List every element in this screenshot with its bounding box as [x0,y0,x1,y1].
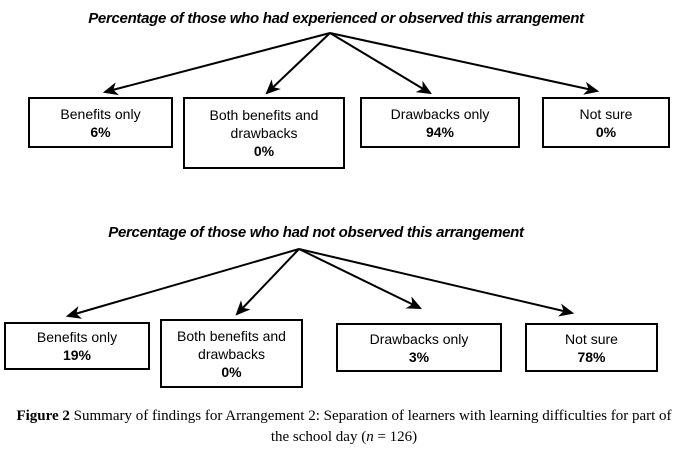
result-value: 19% [62,347,92,363]
result-value: 94% [425,123,455,140]
result-label: Not sure [565,330,618,347]
result-box-observed-both: Both benefits and drawbacks 0% [183,97,345,169]
arrow-line [102,32,331,96]
result-box-observed-drawbacks-only: Drawbacks only 94% [360,97,520,148]
result-value: 6% [90,123,111,140]
result-label: Benefits only [36,329,118,345]
result-label: Drawbacks only [369,330,469,347]
result-value: 0% [253,143,275,159]
result-label: Drawbacks only [390,105,490,122]
arrow-line [298,248,423,309]
result-box-observed-benefits-only: Benefits only 6% [28,97,173,148]
result-box-observed-not-sure: Not sure 0% [542,97,670,148]
arrow-line [65,248,300,319]
caption-line-1: Figure 2 Summary of findings for Arrange… [0,406,688,427]
result-box-not-observed-both: Both benefits and drawbacks 0% [160,319,303,388]
section-title-observed: Percentage of those who had experienced … [88,10,584,27]
caption-line-2: the school day (n = 126) [0,427,688,448]
caption-text-line2-pre: the school day ( [270,429,367,445]
caption-figure-label: Figure 2 [16,408,70,424]
result-label: Both benefits and drawbacks [209,107,319,141]
result-value: 0% [595,123,617,140]
arrow-line [298,248,575,317]
result-label: Benefits only [60,105,141,122]
caption-text-line1: Summary of findings for Arrangement 2: S… [69,408,672,424]
arrow-line [329,32,432,95]
result-label: Both benefits and drawbacks [177,327,286,362]
result-label: Not sure [579,105,633,122]
caption-n-symbol: n [366,429,374,445]
figure-caption: Figure 2 Summary of findings for Arrange… [0,406,688,448]
result-value: 3% [408,348,430,365]
arrow-line [235,248,300,316]
result-box-not-observed-benefits-only: Benefits only 19% [4,322,150,370]
caption-text-line2-post: = 126) [373,429,418,445]
result-box-not-observed-drawbacks-only: Drawbacks only 3% [336,323,502,372]
arrow-line [265,32,331,95]
result-value: 78% [577,348,606,365]
section-title-not-observed: Percentage of those who had not observed… [108,224,524,241]
arrow-line [329,32,600,95]
result-box-not-observed-not-sure: Not sure 78% [525,323,658,372]
result-value: 0% [221,363,242,380]
